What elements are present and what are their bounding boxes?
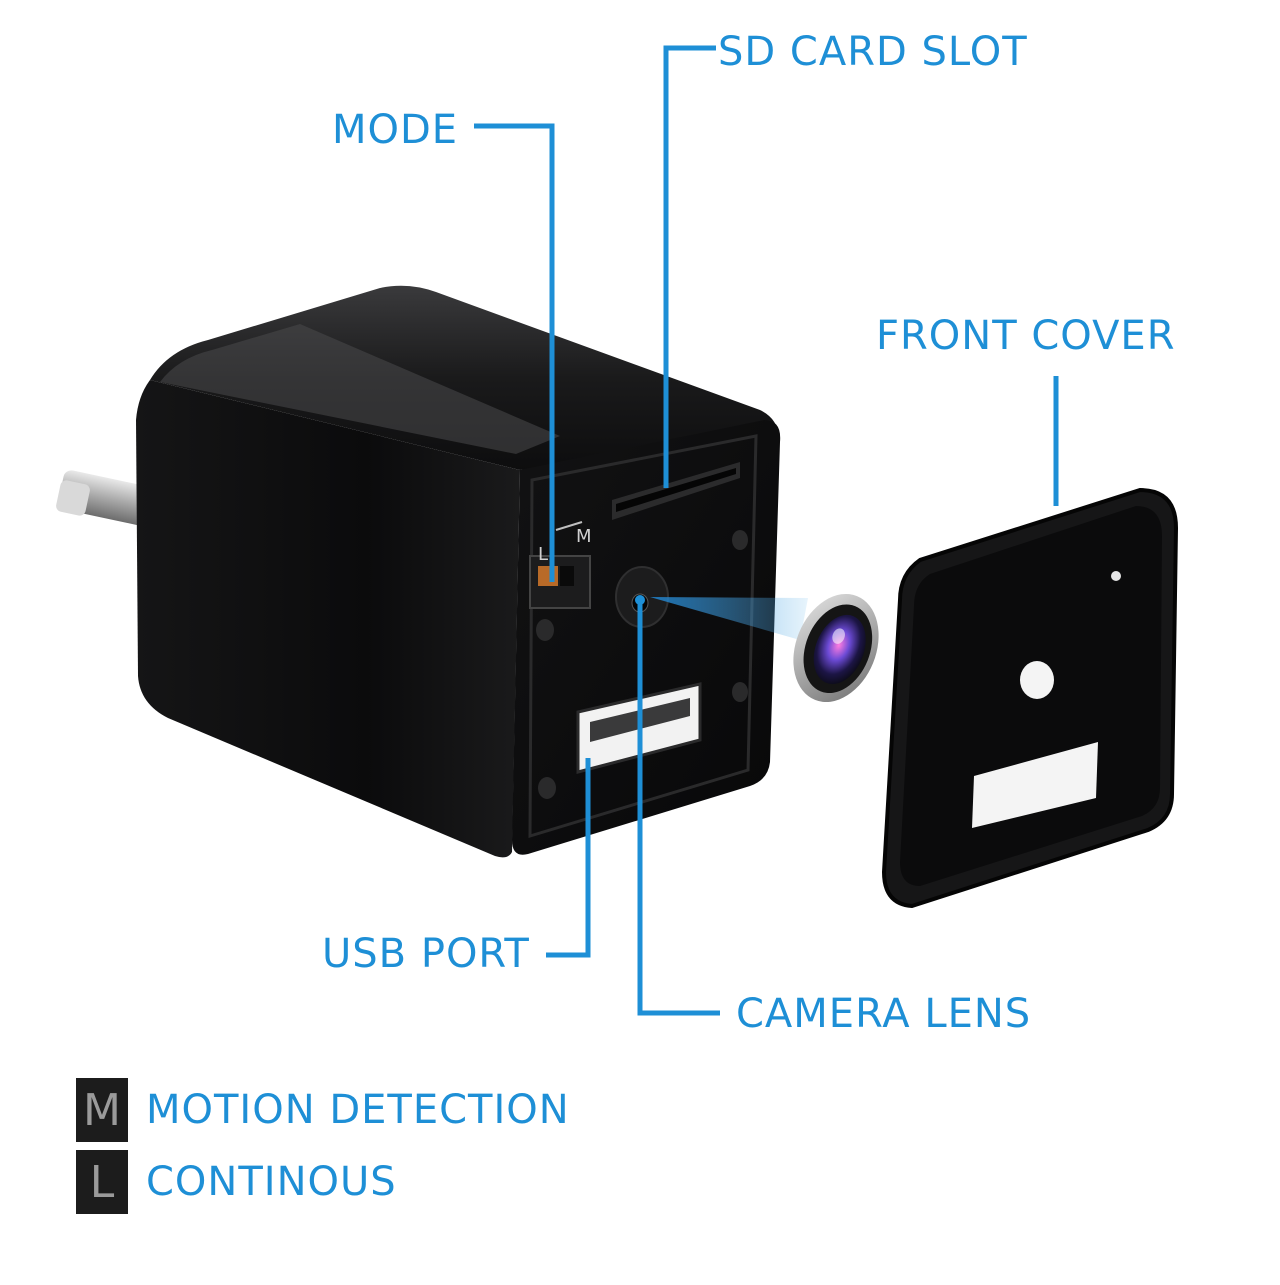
front-cover-lens-hole — [1020, 661, 1054, 699]
callout-camera-lens: CAMERA LENS — [736, 991, 1032, 1037]
camera-beam — [650, 597, 808, 640]
callout-sd-card-slot: SD CARD SLOT — [718, 29, 1028, 75]
legend-text-continous: CONTINOUS — [146, 1159, 397, 1205]
switch-label-l: L — [538, 544, 548, 565]
legend-row-continuous: L CONTINOUS — [76, 1150, 397, 1214]
sd-card-slot-icon — [612, 462, 740, 520]
camera-lens-leader — [637, 602, 720, 1016]
mode-leader — [474, 123, 555, 582]
screw-holes — [536, 530, 748, 799]
usb-port-leader — [546, 758, 591, 958]
callout-front-cover: FRONT COVER — [876, 313, 1176, 359]
legend-row-motion: M MOTION DETECTION — [76, 1078, 570, 1142]
callout-lines — [474, 45, 1059, 1016]
plug-pin — [56, 470, 154, 526]
front-cover-led-hole — [1111, 571, 1121, 581]
callout-mode: MODE — [332, 107, 459, 153]
sd-card-slot-leader — [663, 45, 716, 488]
front-cover-usb-cutout — [972, 742, 1098, 828]
legend-badge-m: M — [76, 1078, 128, 1142]
device-side-face — [136, 380, 520, 858]
lens-module — [793, 593, 879, 703]
switch-label-m: M — [576, 526, 592, 547]
callout-usb-port: USB PORT — [322, 931, 530, 977]
legend-badge-l: L — [76, 1150, 128, 1214]
legend-text-motion-detection: MOTION DETECTION — [146, 1087, 570, 1133]
front-cover — [881, 487, 1179, 909]
